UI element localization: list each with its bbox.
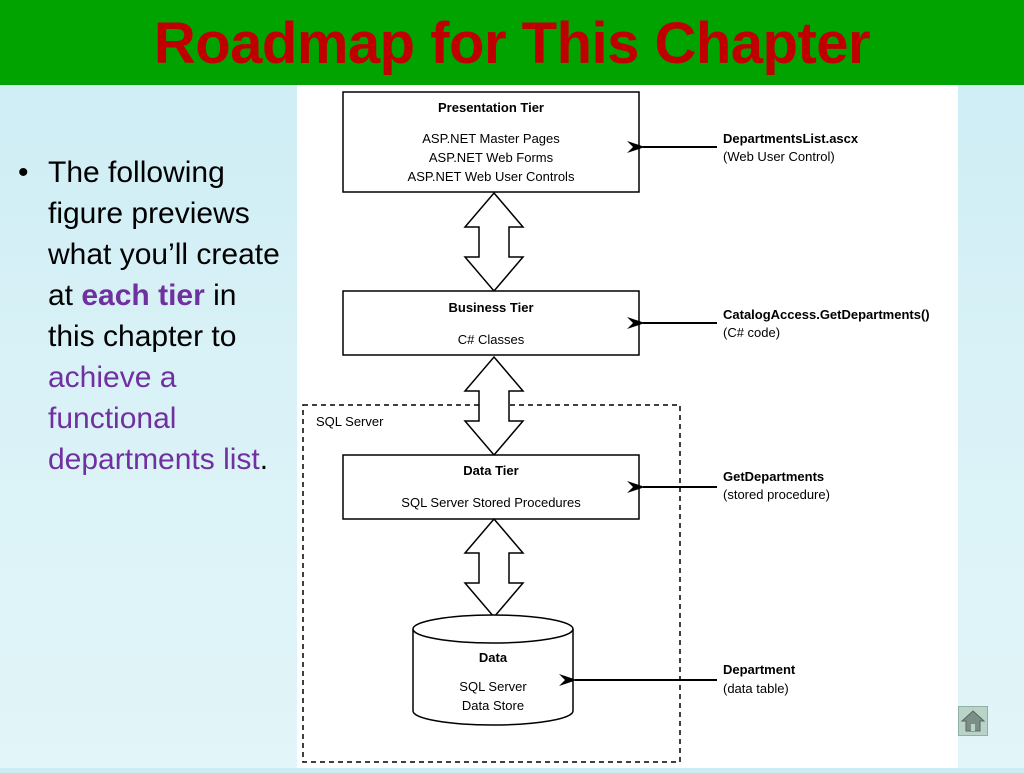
data-store-cylinder — [412, 629, 574, 726]
bullet-dot: • — [18, 156, 29, 189]
bullet-list: • The following figure previews what you… — [18, 152, 290, 480]
double-arrow-presentation-business — [463, 191, 525, 293]
bullet-emphasis-goal: achieve a functional departments list — [48, 361, 260, 476]
presentation-tier-line: ASP.NET Web User Controls — [408, 169, 575, 184]
double-arrow-business-data-tier — [463, 355, 525, 457]
sql-server-label: SQL Server — [316, 414, 384, 429]
data-store-line: Data Store — [462, 698, 524, 713]
bullet-text-end: . — [259, 443, 269, 476]
data-tier-box — [342, 454, 640, 520]
business-tier-box — [342, 290, 640, 356]
data-store-line: SQL Server — [459, 679, 527, 694]
side-label-title: CatalogAccess.GetDepartments() — [723, 307, 930, 322]
presentation-tier-box — [342, 91, 640, 193]
side-label-title: GetDepartments — [723, 469, 824, 484]
home-button[interactable] — [958, 706, 988, 736]
architecture-figure: SQL Server Presentation Tier ASP.NET Mas… — [297, 85, 958, 768]
title-bar — [0, 0, 1024, 85]
home-icon — [960, 710, 986, 732]
architecture-diagram: SQL Server Presentation Tier ASP.NET Mas… — [302, 91, 930, 763]
side-label-subtitle: (Web User Control) — [723, 149, 835, 164]
data-tier-title: Data Tier — [463, 463, 518, 478]
double-arrow-data-tier-data — [463, 517, 525, 619]
side-label-subtitle: (C# code) — [723, 325, 780, 340]
presentation-tier-line: ASP.NET Web Forms — [429, 150, 554, 165]
side-label-subtitle: (stored procedure) — [723, 487, 830, 502]
side-label-title: DepartmentsList.ascx — [723, 131, 859, 146]
side-label-subtitle: (data table) — [723, 681, 789, 696]
presentation-tier-title: Presentation Tier — [438, 100, 544, 115]
bullet-text-1: The following figure previews what you’l… — [48, 156, 280, 312]
bullet-emphasis-each-tier: each tier — [81, 279, 205, 312]
side-label-title: Department — [723, 662, 796, 677]
presentation-tier-line: ASP.NET Master Pages — [422, 131, 560, 146]
data-tier-line: SQL Server Stored Procedures — [401, 495, 581, 510]
sql-server-region — [302, 404, 681, 763]
business-tier-title: Business Tier — [448, 300, 533, 315]
data-store-cylinder-top — [412, 614, 574, 644]
bullet-item: The following figure previews what you’l… — [48, 152, 290, 480]
data-store-title: Data — [479, 650, 508, 665]
business-tier-line: C# Classes — [458, 332, 525, 347]
bullet-text-2: in this chapter to — [48, 279, 237, 353]
slide-title: Roadmap for This Chapter — [153, 11, 871, 76]
